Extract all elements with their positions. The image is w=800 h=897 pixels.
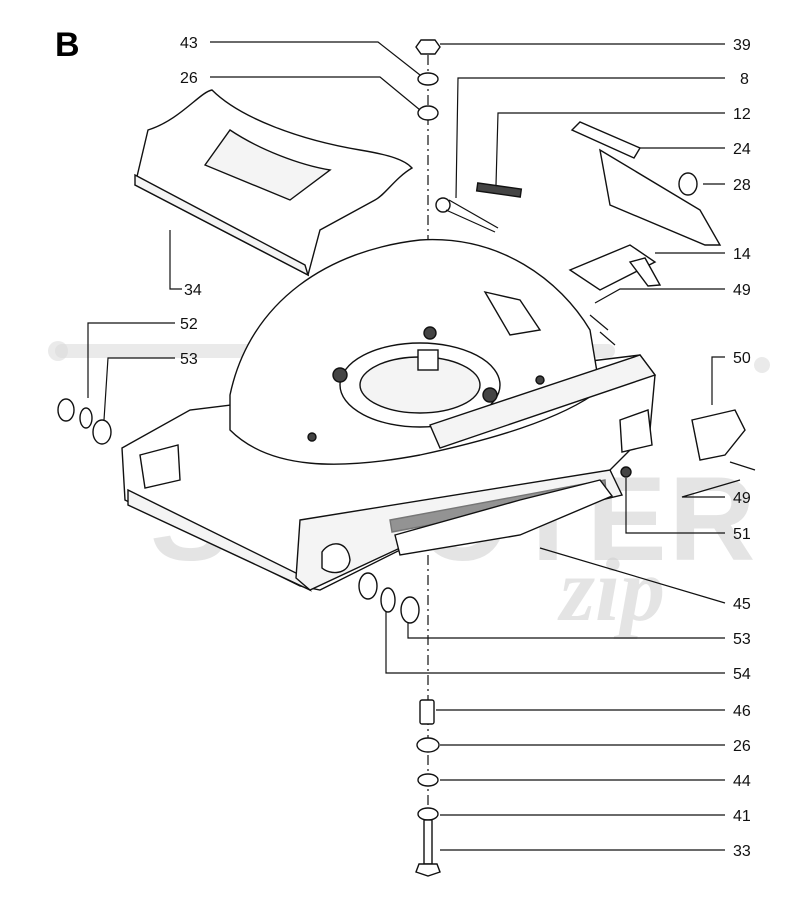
callout-49-mid: 49 [733,490,751,507]
callout-26-bottom: 26 [733,738,751,755]
axis-stack-bottom [415,699,441,877]
callout-44: 44 [733,773,751,790]
left-wheel-hardware [57,398,112,445]
section-letter: B [55,26,80,64]
callout-52: 52 [180,316,198,333]
part-12-spring [475,182,523,198]
front-wheel-hardware [358,572,420,624]
callout-24: 24 [733,141,751,158]
callout-41: 41 [733,808,751,825]
part-28-washer [678,172,698,196]
callout-34: 34 [184,282,202,299]
callout-14: 14 [733,246,751,263]
axis-stack-top [415,39,441,121]
callout-12: 12 [733,106,751,123]
callout-46: 46 [733,703,751,720]
callout-8: 8 [740,71,749,88]
callout-43: 43 [180,35,198,52]
callout-53-bottom: 53 [733,631,751,648]
part-24-lever [570,121,722,246]
part-14-bracket [568,244,662,291]
leader-lines [87,41,741,851]
callout-53-left: 53 [180,351,198,368]
callout-labels: 43 26 39 8 12 24 28 14 49 34 52 53 50 49… [180,35,751,860]
callout-45: 45 [733,596,751,613]
callout-28: 28 [733,177,751,194]
callout-51: 51 [733,526,751,543]
callout-39: 39 [733,37,751,54]
part-49-screws-top [589,314,616,346]
rear-deflector-34 [134,89,414,277]
callout-33: 33 [733,843,751,860]
part-50-bracket [691,409,756,471]
callout-49-top: 49 [733,282,751,299]
callout-54: 54 [733,666,751,683]
watermark-sub: zip [557,541,665,640]
part-8-clip [435,197,499,233]
callout-50: 50 [733,350,751,367]
callout-26-top: 26 [180,70,198,87]
mower-deck [121,238,657,592]
